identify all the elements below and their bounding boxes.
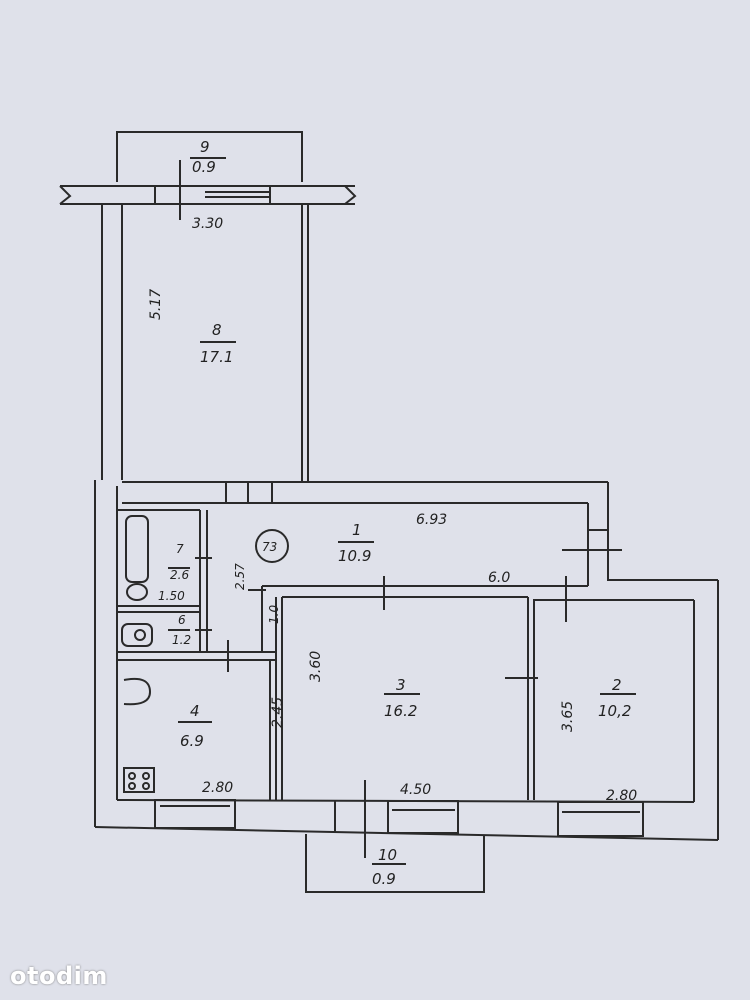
window-room-3 <box>387 800 459 834</box>
corridor-lower-dim: 6.0 <box>488 570 510 586</box>
room-labels: 9 0.9 3.30 5.17 8 17.1 73 1 10.9 6.93 6.… <box>148 138 637 888</box>
room-8-length-dim: 5.17 <box>148 289 164 320</box>
room-4-area: 6.9 <box>180 732 204 750</box>
room-2-number: 2 <box>612 676 622 694</box>
room-9-number: 9 <box>200 138 210 156</box>
room-7-height-dim: 2.57 <box>233 563 247 590</box>
window-room-2 <box>557 801 644 837</box>
balcony-9-outline <box>116 131 303 182</box>
stove-burner-3 <box>128 782 136 790</box>
room-4-width-dim: 2.80 <box>202 780 233 796</box>
kitchen-sink <box>123 677 152 706</box>
room-8-area: 17.1 <box>200 348 233 366</box>
room-3-width-dim: 4.50 <box>400 782 431 798</box>
window-room-4 <box>154 799 236 829</box>
room-2-height-dim: 3.65 <box>560 701 576 732</box>
room-10-number: 10 <box>378 846 397 864</box>
room-1-area: 10.9 <box>338 547 371 565</box>
bathroom-sink <box>126 583 148 601</box>
apartment-number-circle <box>255 529 289 563</box>
wall-break-marks <box>59 185 357 205</box>
room-2-area: 10,2 <box>598 702 631 720</box>
room-7-number: 7 <box>176 542 184 556</box>
wall-lines <box>59 131 719 893</box>
room-9-area: 0.9 <box>192 158 216 176</box>
room-4-height-dim: 2.45 <box>270 697 286 728</box>
room-10-area: 0.9 <box>372 870 396 888</box>
stove <box>123 767 155 793</box>
room-6-number: 6 <box>178 613 186 627</box>
toilet-bowl <box>134 629 146 641</box>
stove-burner-1 <box>128 772 136 780</box>
balcony-10-outline <box>305 834 485 893</box>
stove-burner-4 <box>142 782 150 790</box>
room-7-width-dim: 1.50 <box>158 589 185 603</box>
corridor-length-dim: 6.93 <box>416 512 447 528</box>
room-8-number: 8 <box>212 321 222 339</box>
room-3-area: 16.2 <box>384 702 417 720</box>
toilet <box>121 623 153 647</box>
room-3-number: 3 <box>396 676 406 694</box>
room-7-area: 2.6 <box>170 568 189 582</box>
apartment-number: 73 <box>262 540 277 554</box>
room-4-number: 4 <box>190 702 200 720</box>
room-2-width-dim: 2.80 <box>606 788 637 804</box>
room-8-width-dim: 3.30 <box>192 216 223 232</box>
room-1-number: 1 <box>352 521 362 539</box>
corridor-right-wall-outer <box>607 482 612 581</box>
room-6-area: 1.2 <box>172 633 191 647</box>
otodim-watermark: otodim <box>10 962 108 990</box>
stove-burner-2 <box>142 772 150 780</box>
room-3-height-dim: 3.60 <box>308 651 324 682</box>
window-room-8 <box>154 185 271 205</box>
room-6-height-dim: 1.0 <box>267 605 281 624</box>
bathtub <box>125 515 149 583</box>
